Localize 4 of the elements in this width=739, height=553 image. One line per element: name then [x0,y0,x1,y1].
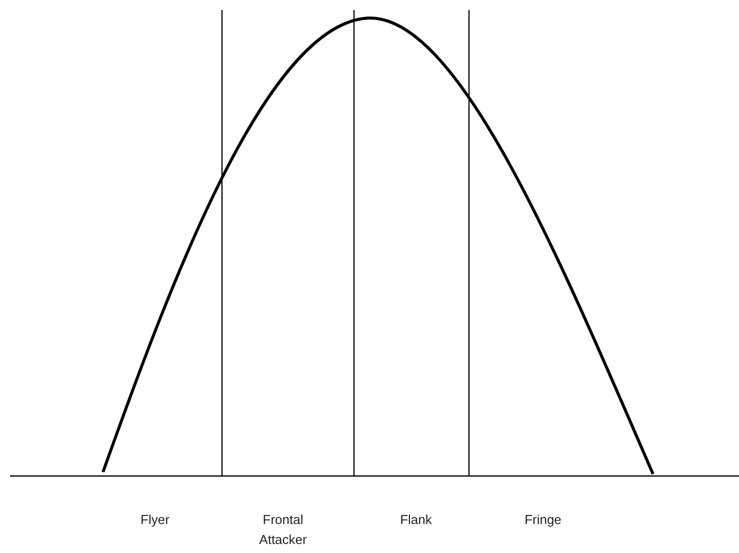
region-label: Frontal Attacker [258,511,308,549]
region-label: Fringe [524,511,562,529]
region-label: Flank [399,511,433,529]
region-label: Flyer [140,511,170,529]
